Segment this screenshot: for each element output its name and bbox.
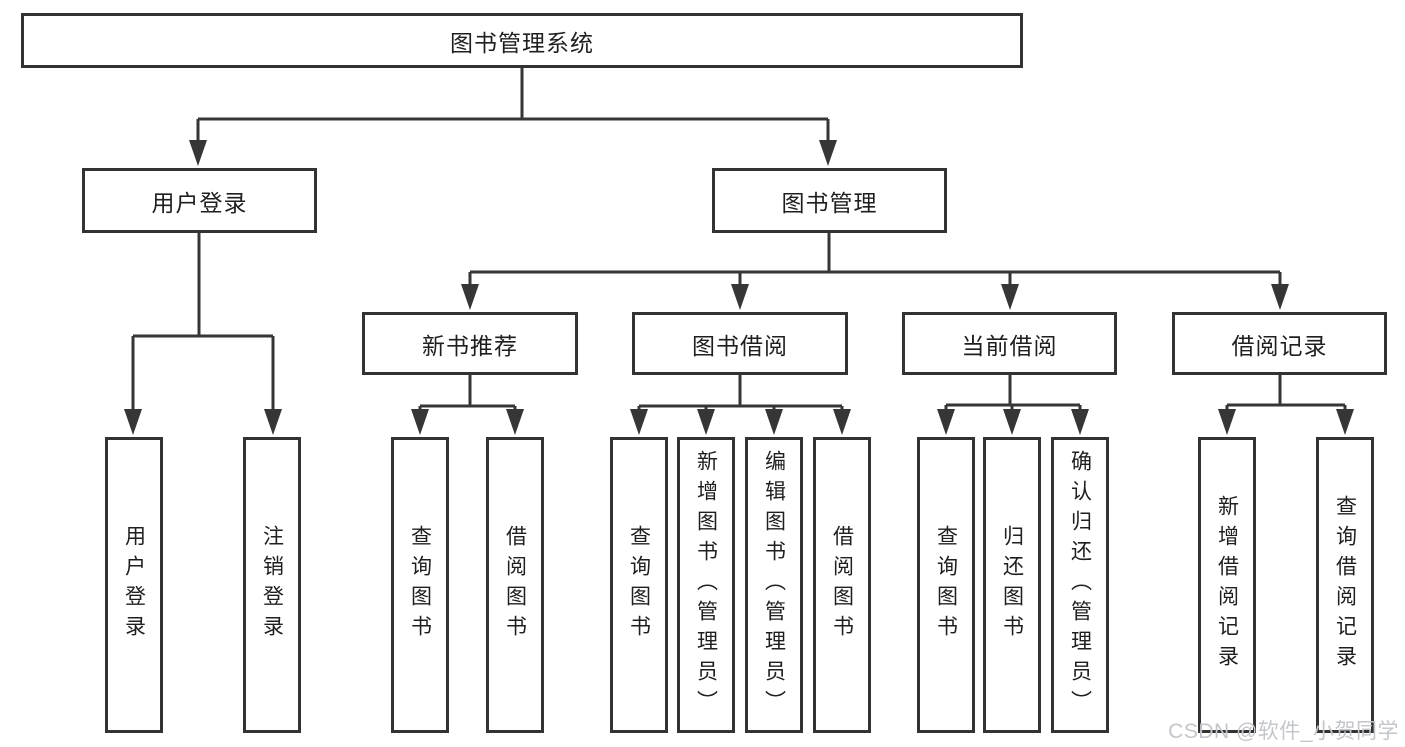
leaf-edit-book-admin-label: 编辑图书（管理员） [762,450,786,720]
node-user-login-label: 用户登录 [151,189,248,216]
leaf-return-books-label: 归还图书 [1000,525,1024,645]
leaf-logout-label: 注销登录 [260,525,284,645]
node-book-borrow-label: 图书借阅 [692,332,788,359]
leaf-borrow-query-books-label: 查询图书 [627,525,651,645]
leaf-confirm-return-admin-label: 确认归还（管理员） [1068,450,1092,720]
node-new-book-recommend-label: 新书推荐 [422,332,518,359]
leaf-add-book-admin-label: 新增图书（管理员） [694,450,718,720]
node-book-borrow: 图书借阅 [632,312,848,375]
node-borrow-records: 借阅记录 [1172,312,1387,375]
leaf-current-query-books-label: 查询图书 [934,525,958,645]
leaf-recommend-query-books-label: 查询图书 [408,525,432,645]
leaf-borrow-query-books: 查询图书 [610,437,668,733]
arrowheads [124,140,1354,435]
leaf-borrow-borrow-books: 借阅图书 [813,437,871,733]
node-new-book-recommend: 新书推荐 [362,312,578,375]
leaf-edit-book-admin: 编辑图书（管理员） [745,437,803,733]
leaf-user-login: 用户登录 [105,437,163,733]
node-book-management: 图书管理 [712,168,947,233]
leaf-return-books: 归还图书 [983,437,1041,733]
leaf-recommend-borrow-books-label: 借阅图书 [503,525,527,645]
node-current-borrow-label: 当前借阅 [961,332,1058,359]
node-book-management-label: 图书管理 [781,189,878,216]
leaf-add-borrow-record: 新增借阅记录 [1198,437,1256,733]
node-current-borrow: 当前借阅 [902,312,1117,375]
leaf-query-borrow-record-label: 查询借阅记录 [1333,495,1357,675]
leaf-borrow-borrow-books-label: 借阅图书 [830,525,854,645]
leaf-confirm-return-admin: 确认归还（管理员） [1051,437,1109,733]
node-root-label: 图书管理系统 [450,29,594,56]
leaf-add-book-admin: 新增图书（管理员） [677,437,735,733]
leaf-user-login-label: 用户登录 [122,525,146,645]
node-user-login: 用户登录 [82,168,317,233]
leaf-recommend-query-books: 查询图书 [391,437,449,733]
leaf-query-borrow-record: 查询借阅记录 [1316,437,1374,733]
node-borrow-records-label: 借阅记录 [1231,332,1328,359]
leaf-recommend-borrow-books: 借阅图书 [486,437,544,733]
leaf-current-query-books: 查询图书 [917,437,975,733]
node-root: 图书管理系统 [21,13,1023,68]
leaf-logout: 注销登录 [243,437,301,733]
watermark: CSDN @软件_小贺同学 [1168,720,1399,743]
leaf-add-borrow-record-label: 新增借阅记录 [1215,495,1239,675]
